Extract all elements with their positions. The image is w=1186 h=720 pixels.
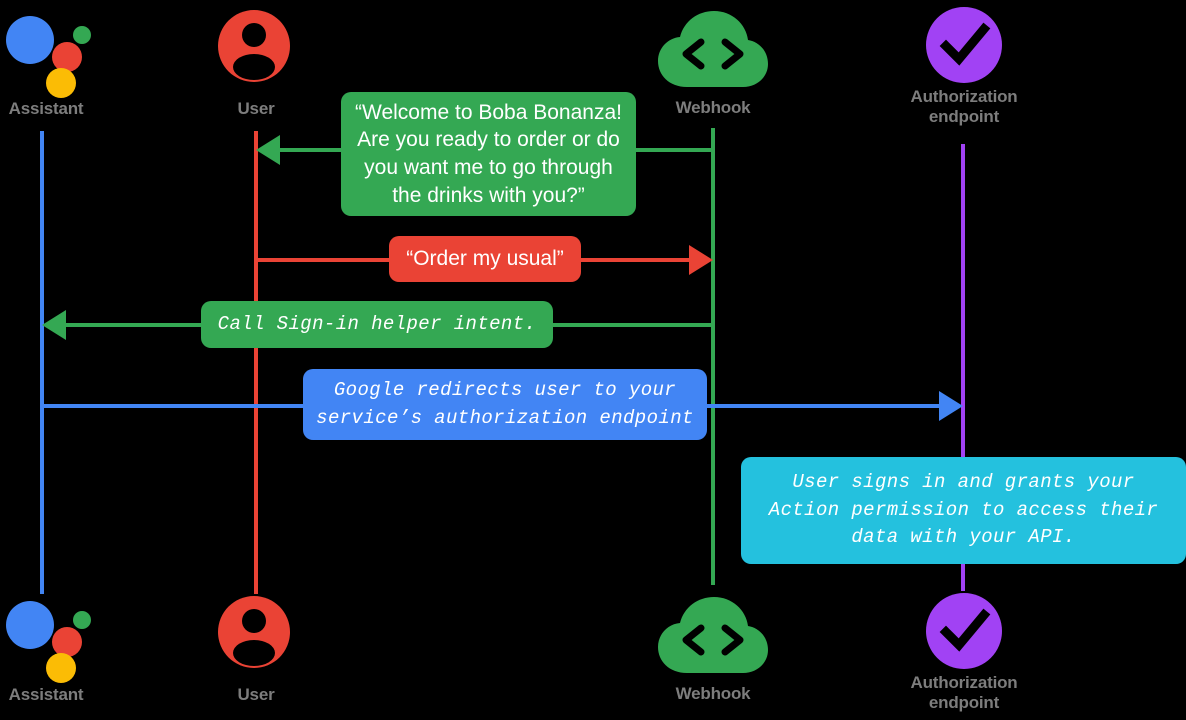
lifeline-authorization	[961, 144, 965, 591]
message-bubble-call-signin-helper: Call Sign-in helper intent.	[201, 301, 553, 348]
assistant-dot-red-icon-bottom	[52, 627, 82, 657]
message-text-order-my-usual: “Order my usual”	[406, 247, 564, 271]
message-text-call-signin-helper: Call Sign-in helper intent.	[217, 312, 537, 335]
message-text-google-redirect: Google redirects user to your service’s …	[316, 378, 694, 429]
assistant-dot-green-icon	[73, 26, 91, 44]
actor-label-webhook-top: Webhook	[675, 98, 751, 117]
assistant-dot-green-icon-bottom	[73, 611, 91, 629]
assistant-dot-yellow-icon	[46, 68, 76, 98]
message-text-user-grants-permission: User signs in and grants your Action per…	[768, 471, 1159, 549]
message-text-welcome: “Welcome to Boba Bonanza! Are you ready …	[355, 100, 622, 207]
actor-label-user-top: User	[237, 99, 275, 118]
assistant-dot-blue-icon-bottom	[6, 601, 54, 649]
user-avatar-icon-top	[218, 10, 290, 82]
arrow-head-order-my-usual	[689, 245, 713, 275]
assistant-dot-red-icon	[52, 42, 82, 72]
message-bubble-welcome: “Welcome to Boba Bonanza! Are you ready …	[341, 92, 636, 216]
message-bubble-google-redirect: Google redirects user to your service’s …	[303, 369, 707, 440]
actor-label-user-bottom: User	[237, 685, 275, 704]
actor-label-assistant-bottom: Assistant	[8, 685, 84, 704]
message-bubble-user-grants-permission: User signs in and grants your Action per…	[741, 457, 1186, 564]
lifeline-assistant	[40, 131, 44, 594]
assistant-dot-yellow-icon-bottom	[46, 653, 76, 683]
google-assistant-logo-icon	[6, 12, 92, 98]
check-circle-icon-top	[926, 7, 1002, 83]
check-circle-icon-bottom	[926, 593, 1002, 669]
actor-label-webhook-bottom: Webhook	[675, 684, 751, 703]
lifeline-webhook	[711, 128, 715, 585]
google-assistant-logo-icon-bottom	[6, 597, 92, 683]
lifeline-user	[254, 131, 258, 594]
actor-label-authorization-top: Authorization endpoint	[910, 87, 1018, 126]
actor-label-assistant-top: Assistant	[8, 99, 84, 118]
arrow-head-welcome	[256, 135, 280, 165]
cloud-code-icon-top	[658, 11, 768, 87]
arrow-head-google-redirect	[939, 391, 963, 421]
arrow-head-call-signin-helper	[42, 310, 66, 340]
user-avatar-icon-bottom	[218, 596, 290, 668]
assistant-dot-blue-icon	[6, 16, 54, 64]
actor-label-authorization-bottom: Authorization endpoint	[910, 673, 1018, 712]
message-bubble-order-my-usual: “Order my usual”	[389, 236, 581, 282]
cloud-code-icon-bottom	[658, 597, 768, 673]
